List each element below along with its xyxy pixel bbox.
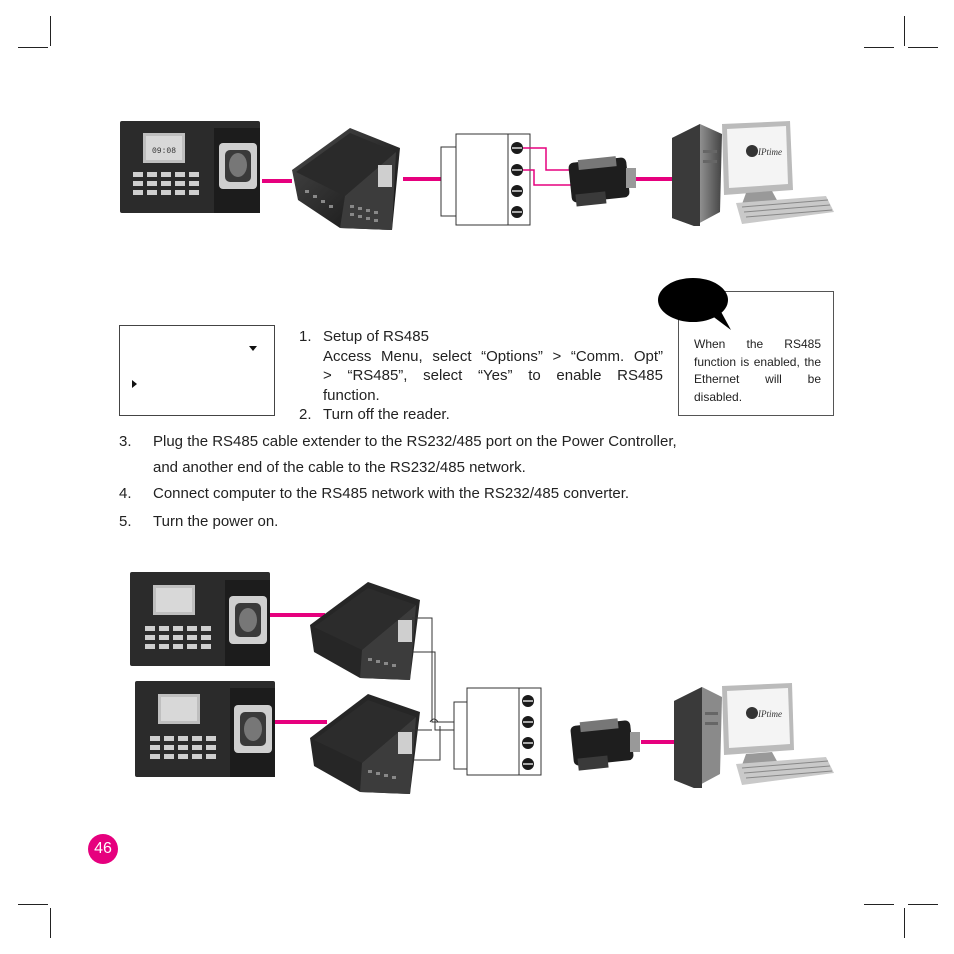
crop-mark [908, 47, 938, 48]
step-line: Turn the power on. [153, 513, 279, 530]
crop-mark [904, 16, 905, 46]
cable [641, 740, 675, 744]
computer-icon [674, 683, 834, 788]
step-line: and another end of the cable to the RS23… [153, 459, 526, 476]
crop-mark [864, 904, 894, 905]
crop-mark [50, 16, 51, 46]
step-line: > “RS485”, select “Yes” to enable RS485 [323, 367, 663, 384]
fingerprint-reader-icon [130, 572, 270, 666]
wire [523, 169, 572, 186]
terminal-block-icon [440, 133, 531, 226]
cable [270, 613, 325, 617]
step-line: Plug the RS485 cable extender to the RS2… [153, 433, 677, 450]
crop-mark [18, 47, 48, 48]
power-controller-icon [310, 694, 420, 794]
step-number: 2. [299, 406, 312, 423]
step-text: Setup of RS485 Access Menu, select “Opti… [323, 327, 663, 405]
step-number: 3. [119, 433, 132, 450]
step-line: Connect computer to the RS485 network wi… [153, 485, 630, 502]
crop-mark [18, 904, 48, 905]
page-number: 46 [88, 834, 118, 864]
note-text: When the RS485 function is enabled, the … [694, 337, 821, 404]
step-line: Access Menu, select “Options” > “Comm. O… [323, 347, 663, 365]
logo-text: IPtime [757, 709, 782, 719]
rs485-converter-icon [570, 718, 640, 771]
computer-icon [672, 121, 834, 226]
step-number: 4. [119, 485, 132, 502]
step-number: 5. [119, 513, 132, 530]
comm-options-menu-box [119, 325, 275, 416]
crop-mark [50, 908, 51, 938]
wire [523, 147, 572, 171]
crop-mark [904, 908, 905, 938]
step-line: Setup of RS485 [323, 328, 429, 345]
power-controller-icon [310, 582, 420, 680]
scroll-down-arrow-icon [249, 346, 257, 351]
speech-bubble-icon [658, 278, 731, 330]
power-controller-icon [292, 128, 400, 230]
device-screen-time: 09:08 [152, 147, 176, 156]
cable [636, 177, 674, 181]
rs485-bus-wires [412, 617, 456, 761]
terminal-block-icon [453, 687, 542, 776]
step-number: 1. [299, 328, 312, 345]
step-line: Turn off the reader. [323, 406, 450, 423]
fingerprint-reader-icon [120, 121, 260, 213]
cable [262, 179, 292, 183]
rs232-converter-icon [568, 156, 636, 207]
cable [275, 720, 327, 724]
rs485-network-diagram: IPtime [130, 572, 834, 794]
cable [403, 177, 443, 181]
crop-mark [908, 904, 938, 905]
fingerprint-reader-icon [135, 681, 275, 777]
menu-cursor-arrow-icon [132, 380, 137, 388]
logo-text: IPtime [757, 147, 782, 157]
crop-mark [864, 47, 894, 48]
step-line: function. [323, 386, 380, 404]
rs232-connection-diagram: 09:08 [120, 121, 834, 230]
